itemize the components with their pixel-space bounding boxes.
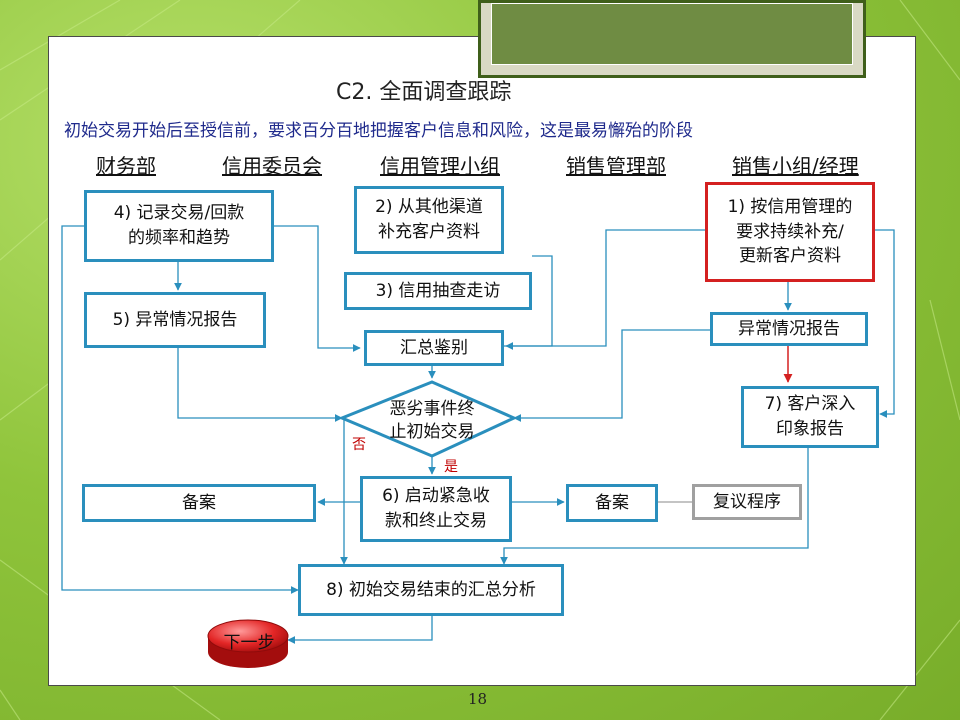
node-credit-spot-check: 3) 信用抽查走访 xyxy=(344,272,532,310)
node-record-trends: 4) 记录交易/回款 的频率和趋势 xyxy=(84,190,274,262)
column-header-credit-committee: 信用委员会 xyxy=(222,154,322,178)
node-initial-trade-summary: 8) 初始交易结束的汇总分析 xyxy=(298,564,564,616)
page-number: 18 xyxy=(468,690,488,708)
node-supplement-other-channels: 2) 从其他渠道 补充客户资料 xyxy=(354,186,504,254)
title-frame-decoration xyxy=(478,0,866,78)
next-step-button[interactable]: 下一步 xyxy=(223,633,275,653)
node-archive-left: 备案 xyxy=(82,484,316,522)
slide-subtitle: 初始交易开始后至授信前，要求百分百地把握客户信息和风险，这是最易懈殆的阶段 xyxy=(64,121,693,141)
node-update-customer-info: 1) 按信用管理的 要求持续补充/ 更新客户资料 xyxy=(705,182,875,282)
slide-title: C2. 全面调查跟踪 xyxy=(336,80,512,105)
node-customer-impression-report: 7) 客户深入 印象报告 xyxy=(741,386,879,448)
node-sales-abnormal-report: 异常情况报告 xyxy=(710,312,868,346)
decision-label: 恶劣事件终 止初始交易 xyxy=(389,399,475,442)
node-archive-right: 备案 xyxy=(566,484,658,522)
column-header-sales-mgmt: 销售管理部 xyxy=(566,154,666,178)
node-review-procedure: 复议程序 xyxy=(692,484,802,520)
edge-label-no: 否 xyxy=(352,437,366,453)
node-finance-abnormal-report: 5) 异常情况报告 xyxy=(84,292,266,348)
node-emergency-collection: 6) 启动紧急收 款和终止交易 xyxy=(360,476,512,542)
column-header-credit-team: 信用管理小组 xyxy=(380,154,500,178)
edge-label-yes: 是 xyxy=(444,459,458,475)
column-header-sales-team: 销售小组/经理 xyxy=(732,154,859,178)
node-summary-identify: 汇总鉴别 xyxy=(364,330,504,366)
title-frame-inner xyxy=(491,3,853,65)
column-header-finance: 财务部 xyxy=(96,154,156,178)
